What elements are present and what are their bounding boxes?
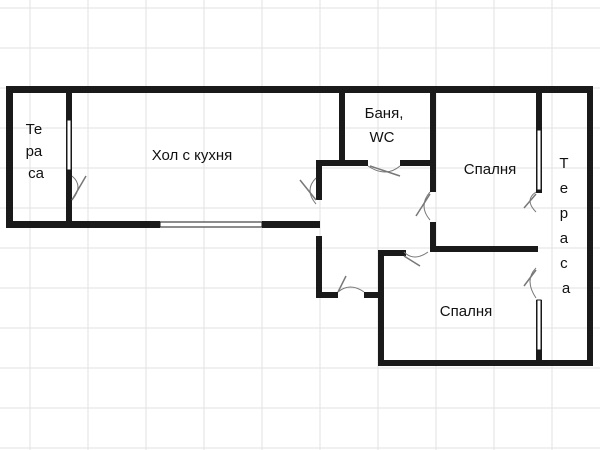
room-label-terrace-right: Т е р а с а — [559, 155, 572, 297]
wall-bedroom-bottom-left — [378, 250, 384, 366]
door-hall-bottom-arc — [337, 286, 365, 293]
terrace-right-char6: а — [562, 280, 571, 297]
terrace-left-line3: са — [28, 165, 45, 182]
door-bedroom-bottom-arc — [403, 251, 429, 258]
door-bedroom-top-leaf — [415, 193, 431, 217]
room-label-bedroom-bottom: Спалня — [440, 303, 492, 320]
terrace-right-char4: а — [560, 230, 569, 247]
door-bath-leaf — [369, 165, 401, 177]
wall-bath-bedroom — [430, 93, 436, 165]
wall-hall-bottom-right — [364, 292, 384, 298]
wall-bedroom-divider — [430, 246, 538, 252]
terrace-right-char1: Т — [559, 155, 568, 172]
wall-top — [6, 86, 593, 93]
window-terrace-right-top — [536, 129, 542, 191]
room-label-bedroom-top: Спалня — [464, 161, 516, 178]
terrace-right-char2: е — [560, 180, 568, 197]
door-terrace-right-top-arc — [529, 191, 537, 213]
wall-hall-right-upper — [430, 160, 436, 192]
wall-bottom-living — [68, 221, 160, 228]
terrace-right-char3: р — [560, 205, 568, 222]
wall-hall-top-right — [400, 160, 436, 166]
terrace-right-char5: с — [560, 255, 568, 272]
door-terrace-left-arc — [71, 175, 79, 201]
door-terrace-right-bottom-arc — [529, 267, 537, 299]
terrace-left-line2: ра — [26, 143, 43, 160]
door-terrace-left-leaf — [71, 175, 87, 201]
wall-hall-top-left — [316, 160, 368, 166]
wall-living-bath — [339, 93, 345, 165]
wall-bottom-living-2 — [262, 221, 320, 228]
wall-bedroom-bottom-top-left — [378, 250, 406, 256]
wall-hall-bottom-left — [316, 292, 338, 298]
room-labels: Те ра са Хол с кухня Баня, WC Спалня Спа… — [26, 105, 572, 320]
door-bedroom-bottom-leaf — [403, 255, 421, 267]
window-terrace-left — [66, 119, 72, 171]
wall-hall-left-upper — [316, 160, 322, 200]
door-bath-arc — [367, 165, 401, 173]
wall-hall-right-lower — [430, 222, 436, 252]
door-hall-bottom-leaf — [337, 275, 347, 293]
room-label-living-kitchen: Хол с кухня — [152, 147, 233, 164]
wall-bottom-left — [6, 221, 76, 228]
doors — [71, 165, 537, 299]
wall-hall-left-lower — [316, 236, 322, 298]
window-living-bottom — [159, 221, 263, 228]
wall-bedroom-bottom — [378, 360, 593, 366]
window-terrace-right-bottom — [536, 299, 542, 351]
wall-left — [6, 86, 13, 228]
door-living-arc — [309, 177, 317, 205]
room-label-terrace-left: Те ра са — [26, 121, 47, 182]
windows — [66, 119, 542, 351]
door-living-leaf — [299, 179, 317, 201]
room-label-bathroom-line1: Баня, — [365, 105, 404, 122]
wall-right — [587, 86, 593, 366]
door-bedroom-top-arc — [423, 191, 431, 221]
room-label-bathroom-line2: WC — [370, 129, 395, 146]
terrace-left-line1: Те — [26, 121, 43, 138]
